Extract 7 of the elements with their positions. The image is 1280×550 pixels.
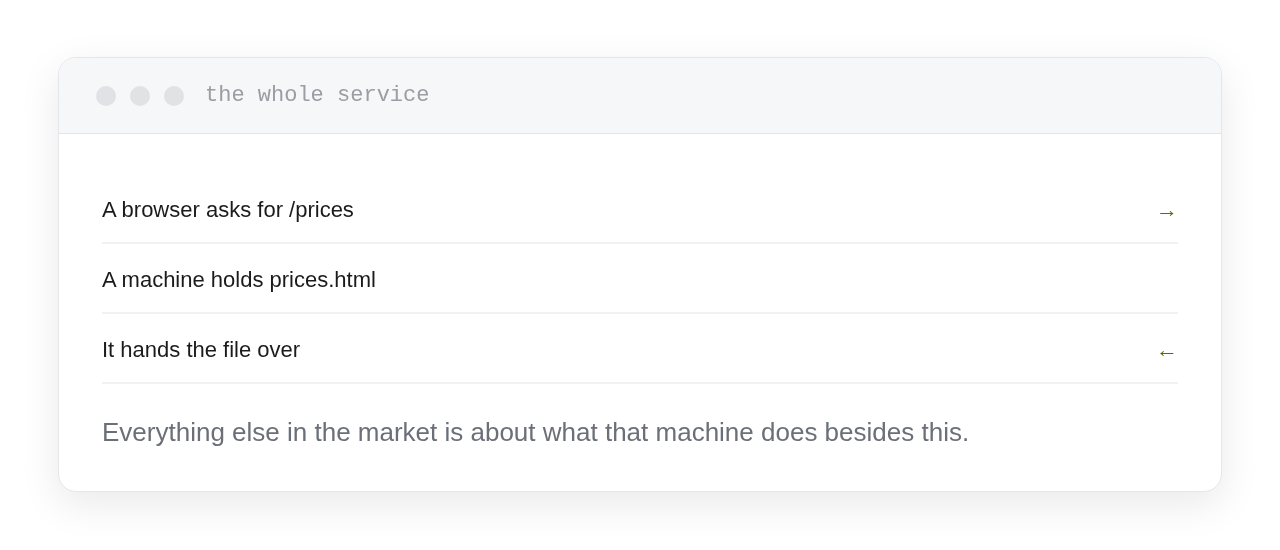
window-title: the whole service [205,83,430,109]
step-text: A browser asks for /prices [102,197,354,223]
step-text: It hands the file over [102,337,301,363]
direction-arrow: → [1156,197,1178,223]
direction-arrow: ← [1156,337,1178,363]
step-text: A machine holds prices.html [102,267,376,293]
caption-text: Everything else in the market is about what that machine does besides this. [102,416,970,448]
